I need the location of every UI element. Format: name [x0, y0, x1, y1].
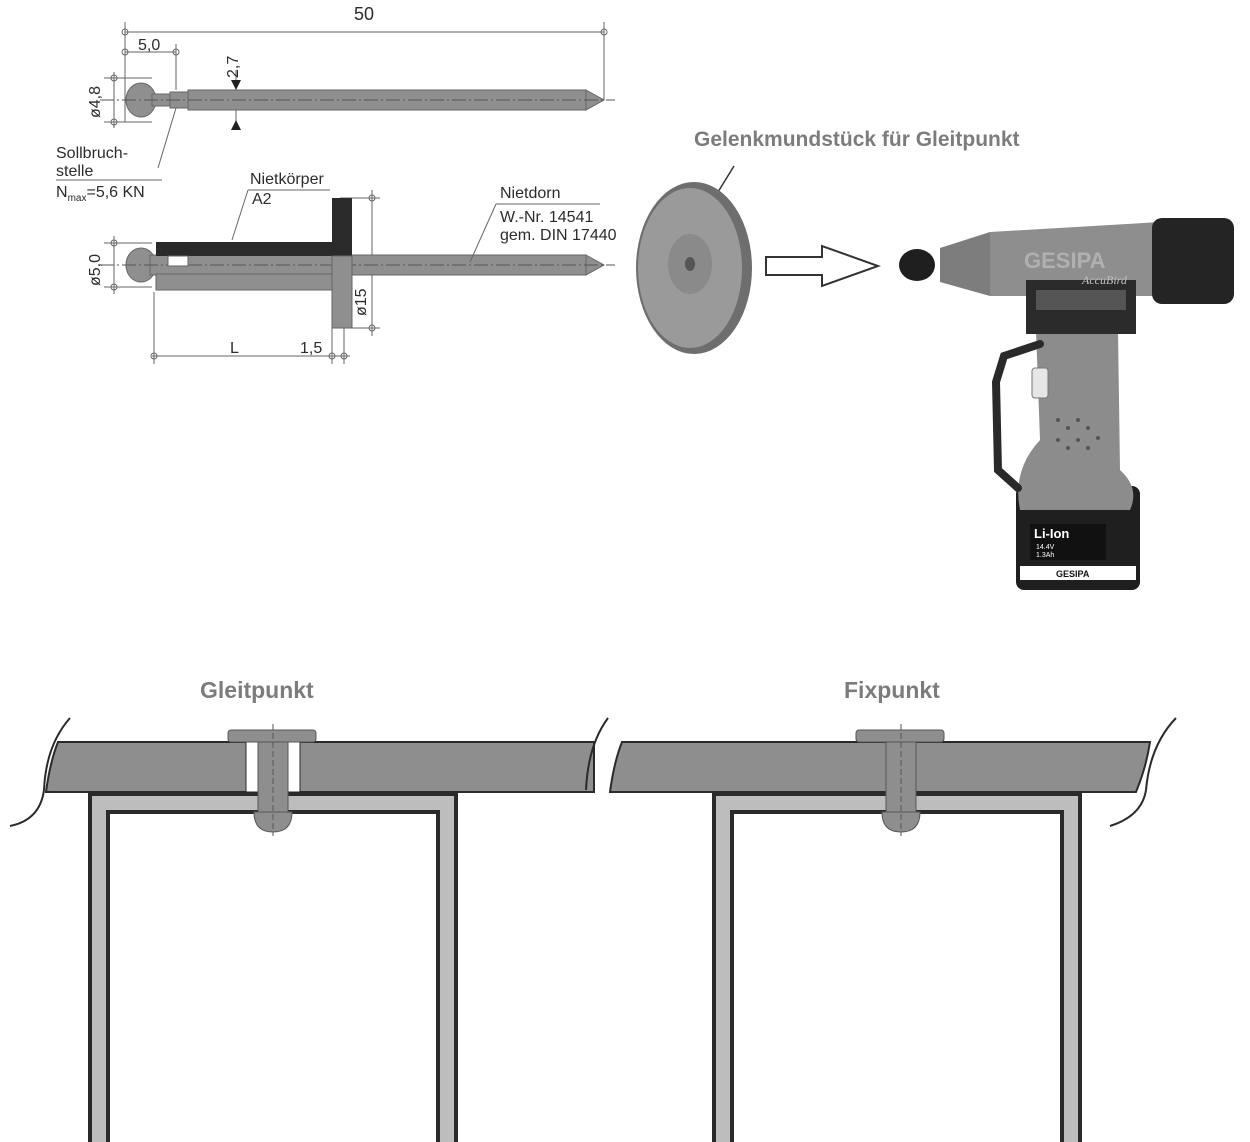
gleitpunkt-section	[9, 717, 609, 1142]
rivet-gun-illustration	[899, 218, 1234, 590]
rivet-assembled-labels: ø5,0 ø15 L 1,5 Nietkörper A2 Nietdorn W.…	[87, 171, 617, 357]
fixpunkt-section	[608, 717, 1177, 1142]
dim-total: 50	[354, 4, 374, 24]
break-point-line2: stelle	[56, 163, 93, 180]
rivet-body-material: A2	[252, 191, 272, 208]
dim-flange-thickness: 1,5	[300, 340, 322, 357]
dim-head-dia-top: ø4,8	[87, 86, 104, 118]
gun-brand: GESIPA	[1024, 248, 1106, 273]
nmax-label: Nmax=5,6 KN	[56, 184, 145, 204]
battery-brand: GESIPA	[1056, 569, 1090, 579]
dim-L: L	[230, 340, 239, 357]
gleitpunkt-title: Gleitpunkt	[200, 677, 314, 703]
dim-head-dia-bottom: ø5,0	[87, 254, 104, 286]
rivet-mandrel-labels: 50 5,0 2,7 ø4,8 Sollbruch- stelle Nmax=5…	[56, 4, 374, 204]
nozzle-disc	[636, 182, 752, 354]
fixpunkt-title: Fixpunkt	[844, 677, 940, 703]
rivet-body-label: Nietkörper	[250, 171, 324, 188]
nozzle-title: Gelenkmundstück für Gleitpunkt	[694, 128, 1020, 151]
mandrel-label: Nietdorn	[500, 185, 560, 202]
rivet-assembled-drawing	[100, 189, 615, 364]
dim-head-length: 5,0	[138, 37, 160, 54]
mandrel-spec2: gem. DIN 17440	[500, 227, 617, 244]
gun-model: AccuBird	[1081, 273, 1128, 287]
break-point-line1: Sollbruch-	[56, 145, 128, 162]
dim-flange: ø15	[353, 288, 370, 316]
battery-voltage: 14.4V	[1036, 544, 1055, 551]
rivet-mandrel-drawing	[100, 22, 615, 169]
battery-capacity: 1.3Ah	[1036, 552, 1054, 559]
dim-mandrel: 2,7	[225, 56, 242, 78]
arrow-right-icon	[765, 244, 881, 288]
mandrel-spec1: W.-Nr. 14541	[500, 209, 593, 226]
battery-type: Li-Ion	[1034, 526, 1069, 541]
